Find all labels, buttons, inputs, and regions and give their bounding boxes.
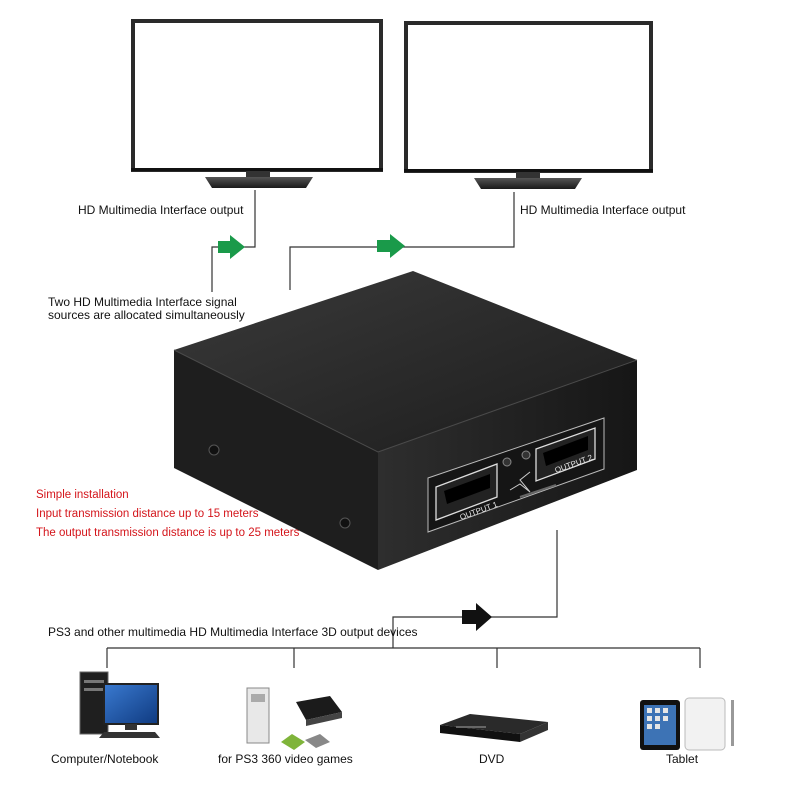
monitor-icon [131, 19, 383, 188]
game-console-icon [246, 687, 342, 750]
sources-label-line1: Two HD Multimedia Interface signal [48, 295, 237, 309]
device-tablet-label: Tablet [666, 752, 699, 766]
devices-caption: PS3 and other multimedia HD Multimedia I… [48, 625, 418, 639]
monitor-icon [404, 21, 653, 189]
arrow-right-icon [218, 235, 245, 259]
feature-input-distance: Input transmission distance up to 15 met… [36, 508, 259, 520]
device-computer-label: Computer/Notebook [51, 752, 159, 766]
splitter-device: OUTPUT 1 OUTPUT 2 [173, 271, 638, 570]
feature-install: Simple installation [36, 489, 129, 501]
desktop-computer-icon [79, 671, 160, 738]
arrow-right-icon [462, 603, 492, 631]
arrow-right-icon [377, 234, 405, 258]
output-left-label: HD Multimedia Interface output [78, 203, 244, 217]
tablet-icon [640, 697, 734, 751]
device-dvd-label: DVD [479, 752, 505, 766]
output-right-label: HD Multimedia Interface output [520, 203, 686, 217]
feature-output-distance: The output transmission distance is up t… [36, 527, 300, 539]
sources-label-line2: sources are allocated simultaneously [48, 308, 245, 322]
dvd-player-icon [440, 714, 548, 742]
device-games-label: for PS3 360 video games [218, 752, 353, 766]
